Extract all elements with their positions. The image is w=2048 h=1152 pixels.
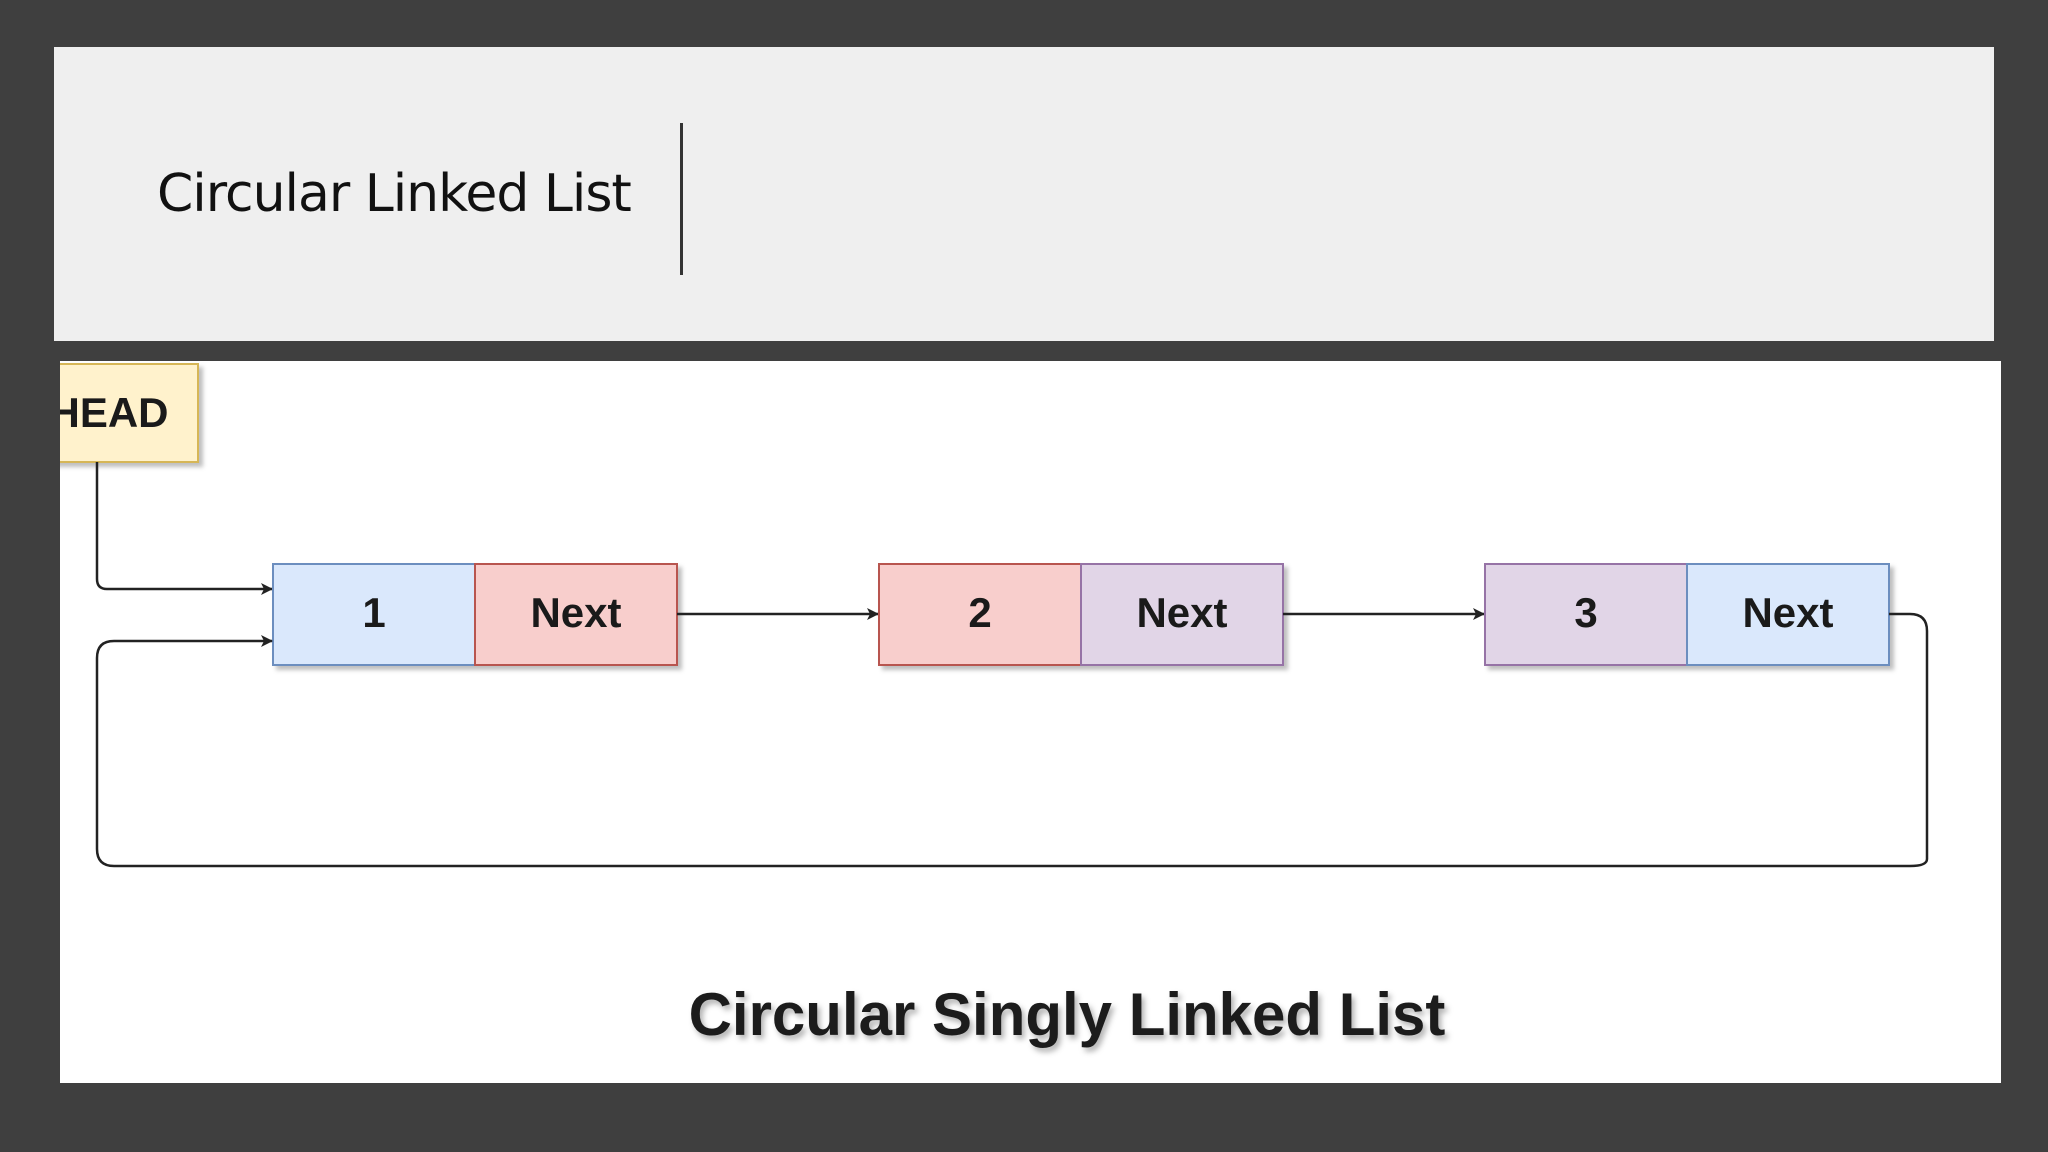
node-2-next-label: Next — [1136, 589, 1227, 636]
node-2-value: 2 — [968, 589, 991, 636]
head-pointer-arrow — [95, 462, 273, 595]
title-bar: Circular Linked List — [54, 47, 1994, 341]
linked-list-diagram: HEAD 1 Next 2 Next — [60, 363, 1929, 1048]
title-divider — [680, 123, 683, 275]
diagram-caption: Circular Singly Linked List — [689, 981, 1446, 1048]
head-box: HEAD — [60, 363, 199, 463]
node-2-value-cell — [878, 563, 1082, 666]
node-3-value-cell — [1484, 563, 1688, 666]
node-1-value: 1 — [362, 589, 385, 636]
node-3-value: 3 — [1574, 589, 1597, 636]
head-box-rect — [60, 363, 199, 463]
circular-return-arrow — [95, 612, 1929, 868]
node-2 — [878, 563, 1284, 666]
slide-title: Circular Linked List — [157, 164, 632, 224]
node-1 — [272, 563, 678, 666]
node-1-value-cell — [272, 563, 476, 666]
node-2-next-cell — [1080, 563, 1284, 666]
head-label: HEAD — [60, 389, 169, 436]
node-3 — [1484, 563, 1890, 666]
node-1-next-label: Next — [530, 589, 621, 636]
node-3-next-label: Next — [1742, 589, 1833, 636]
node-3-next-cell — [1686, 563, 1890, 666]
node-1-next-cell — [474, 563, 678, 666]
linked-list-figure: HEAD 1 Next 2 Next — [60, 361, 2001, 1083]
